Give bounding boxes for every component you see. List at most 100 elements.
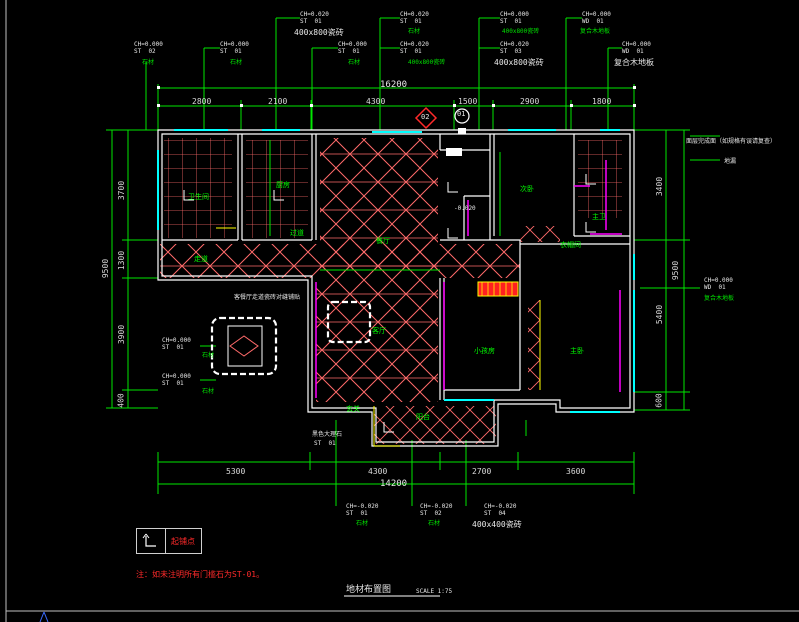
tag-t5-line1: CH=0.000 [134,41,163,48]
tag-t11-line1: CH=0.000 [162,337,191,344]
dim-left-4: 400 [116,393,126,408]
room-label-hall: 过道 [290,229,304,237]
drawing-title: 地材布置图 [346,585,392,595]
tag-t3-line1: CH=0.000 [500,11,529,18]
legend-label: 起铺点 [171,537,195,546]
tag-t4-line1: CH=0.000 [582,11,611,18]
detail-callouts [210,300,372,376]
tag-t16-line2: ST 04 [484,510,506,517]
section-symbol [414,106,470,156]
tag-t17-line1: 黑色大理石 [312,431,343,438]
dim-left-2: 1300 [117,250,127,271]
corridor-floor [160,244,520,278]
tag-t17-line2: ST 01 [314,440,336,447]
tag-t9-sub: 400x800瓷砖 [494,58,544,67]
room-label-master: 主卧 [570,347,584,355]
tag-t6-line1: CH=0.000 [220,41,249,48]
room-label-dining: 餐厅 [376,237,390,245]
dim-top-5: 2900 [520,97,540,106]
room-label-living: 客厅 [372,327,386,335]
tag-t16-sub: 400x400瓷砖 [472,520,522,529]
tag-t12-sub: 石材 [202,388,215,395]
tag-t9-line2: ST 03 [500,48,522,55]
dim-bottom-1: 5300 [226,467,246,476]
tag-t14-sub: 石材 [356,520,369,527]
bathroom1-floor [164,138,232,238]
tag-t16-line1: CH=-0.020 [484,503,517,510]
tag-t2-line1: CH=0.020 [400,11,429,18]
tag-t3-line2: ST 01 [500,18,522,25]
annotation-finish-level: 面层完成面（如规格有误请复查） [686,138,777,145]
legend-box: 起铺点 [136,528,202,554]
tag-t8-line2: ST 01 [400,48,422,55]
balcony-floor [374,406,496,444]
dim-right-3: 600 [654,393,664,408]
tag-t2-sub: 石材 [408,28,421,35]
master-bath-floor [578,140,622,218]
tag-t6-sub: 石材 [230,59,243,66]
dim-top-total: 16200 [380,80,408,90]
dim-bottom-total: 14200 [380,479,408,489]
threshold-strip [520,226,560,242]
tag-t2-line2: ST 01 [400,18,422,25]
top-dimension-ticks [157,86,636,107]
dim-top-3: 4300 [366,97,386,106]
tag-t13-line1: CH=0.000 [704,277,733,284]
dim-left-3: 3900 [117,324,127,345]
tag-t13-line2: WD 01 [704,284,726,291]
room-label-kids: 小孩房 [474,347,495,355]
left-dimension-lines [106,129,216,409]
section-mark-02: 02 [421,113,430,121]
tag-t14-line1: CH=-0.020 [346,503,379,510]
tag-t10-sub: 复合木地板 [614,58,654,67]
accent-lines [315,160,622,398]
dim-right-1: 3400 [655,176,665,197]
legend-start-point-icon [142,533,156,547]
dim-top-1: 2800 [192,97,212,106]
tag-t10-line2: WD 01 [622,48,644,55]
tag-t15-sub: 石材 [428,520,441,527]
tag-t8-line1: CH=0.020 [400,41,429,48]
dim-bottom-3: 2700 [472,467,492,476]
doors [216,227,541,447]
bottom-dimension-lines [157,420,635,506]
tag-t8-sub: 400x800瓷砖 [408,59,446,66]
interior-dim [269,140,501,271]
living-floor [316,278,438,402]
tag-t10-line1: CH=0.000 [622,41,651,48]
room-label-master-bath: 主卫 [592,213,606,221]
dim-left-1: 3700 [117,180,127,201]
room-label-kitchen: 厨房 [276,181,290,189]
tag-t4-line2: WD 01 [582,18,604,25]
room-label-closet: 衣帽间 [560,241,581,249]
room-label-bedroom2: 次卧 [520,185,534,193]
top-dimension-lines [145,17,635,130]
tag-t6-line2: ST 01 [220,48,242,55]
general-note: 注：如未注明所有门槛石为ST-01。 [136,570,265,579]
dim-bottom-2: 4300 [368,467,388,476]
tag-t7-line2: ST 01 [338,48,360,55]
tag-t4-sub: 复合木地板 [580,28,611,35]
wardrobe-strip [528,300,540,390]
dim-left-total: 9500 [101,258,111,279]
section-mark-01: 01 [457,110,466,118]
dim-bottom-4: 3600 [566,467,586,476]
tag-t12-line1: CH=0.000 [162,373,191,380]
tag-t3-sub: 400x800瓷砖 [502,28,540,35]
tag-t14-line2: ST 01 [346,510,368,517]
detail-inner [227,325,263,367]
kitchen-floor [246,140,308,238]
tile-areas [160,138,622,444]
right-dimension-lines [634,129,720,411]
annotation-tile-alignment: 客餐厅走道瓷砖对缝铺贴 [234,294,301,301]
cursor-glyph [39,611,49,622]
drawing-scale: SCALE 1:75 [416,588,453,595]
dim-top-4: 1500 [458,97,478,106]
dim-right-2: 5400 [655,304,665,325]
room-label-entry: 玄关 [346,405,360,413]
tag-t9-line1: CH=0.020 [500,41,529,48]
dim-right-total: 9500 [671,260,681,281]
annotation-elevation: -0.020 [454,205,476,212]
tag-t15-line2: ST 02 [420,510,442,517]
